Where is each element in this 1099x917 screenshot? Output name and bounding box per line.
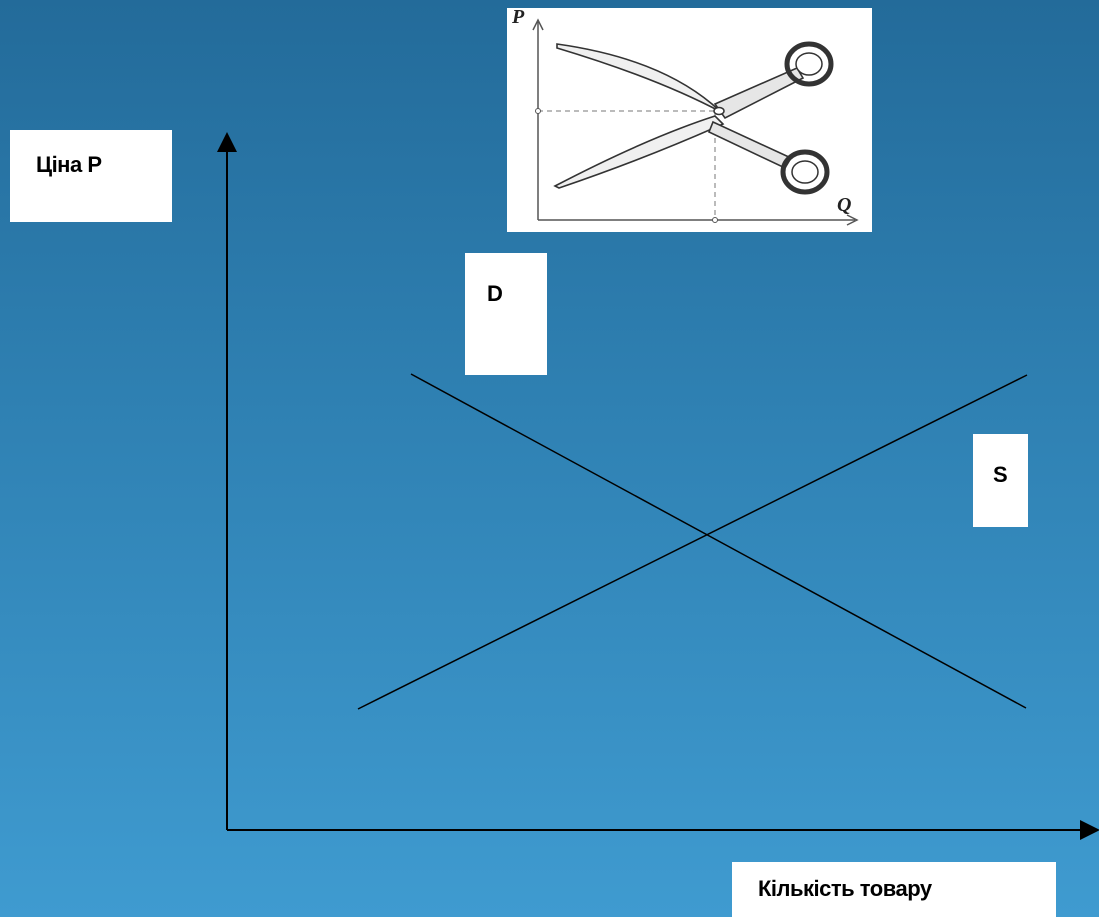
supply-curve-label: S	[973, 434, 1028, 527]
demand-curve-line	[410, 373, 1027, 709]
inset-p-axis-label: P	[512, 6, 525, 28]
scissors-illustration: P Q	[507, 6, 872, 232]
quantity-axis-label: Кількість товару	[732, 862, 1056, 917]
inset-q-axis-label: Q	[837, 194, 852, 216]
scissors-icon	[532, 18, 859, 226]
demand-curve-label: D	[465, 253, 547, 375]
price-axis-label: Ціна P	[10, 130, 172, 222]
supply-curve-line	[357, 374, 1028, 710]
